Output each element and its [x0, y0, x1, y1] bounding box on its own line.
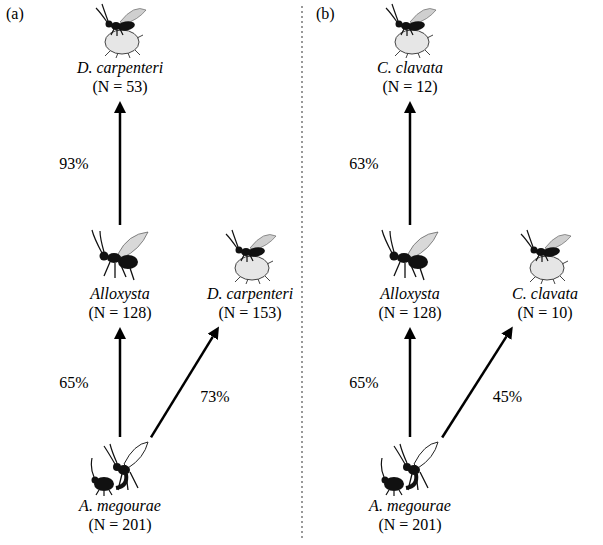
- species-node: C. clavata(N = 10): [509, 228, 581, 324]
- sample-size: (N = 128): [378, 303, 441, 322]
- mummy-icon: [96, 4, 146, 58]
- species-node: D. carpenteri(N = 53): [74, 2, 166, 98]
- species-node: A. megourae(N = 201): [366, 440, 454, 536]
- panel-label: (a): [6, 4, 24, 23]
- sample-size: (N = 128): [88, 303, 151, 322]
- panel-divider: [301, 6, 302, 540]
- flow-arrow: [119, 339, 122, 437]
- sample-size: (N = 10): [512, 303, 578, 322]
- species-name: Alloxysta: [88, 284, 151, 303]
- flow-arrow: [409, 339, 412, 437]
- sample-size: (N = 201): [79, 515, 161, 534]
- species-name: C. clavata: [377, 58, 443, 77]
- species-name: Alloxysta: [378, 284, 441, 303]
- species-name: C. clavata: [512, 284, 578, 303]
- flow-arrow: [409, 113, 412, 225]
- species-name: A. megourae: [79, 496, 161, 515]
- species-node: Alloxysta(N = 128): [85, 228, 154, 324]
- aphid-icon: [91, 442, 148, 496]
- species-node: A. megourae(N = 201): [76, 440, 164, 536]
- aphid-icon: [381, 442, 438, 496]
- percentage-label: 73%: [198, 387, 231, 406]
- species-node: D. carpenteri(N = 153): [204, 228, 296, 324]
- mummy-icon: [521, 230, 571, 284]
- flow-arrow: [119, 113, 122, 225]
- percentage-label: 45%: [491, 387, 524, 406]
- hyperparasitoid-icon: [92, 230, 148, 280]
- percentage-label: 63%: [347, 154, 380, 173]
- sample-size: (N = 201): [369, 515, 451, 534]
- percentage-label: 65%: [57, 373, 90, 392]
- species-node: Alloxysta(N = 128): [375, 228, 444, 324]
- sample-size: (N = 153): [207, 303, 293, 322]
- species-name: A. megourae: [369, 496, 451, 515]
- panel-label: (b): [316, 4, 335, 23]
- species-name: D. carpenteri: [77, 58, 163, 77]
- mummy-icon: [226, 230, 276, 284]
- sample-size: (N = 53): [77, 77, 163, 96]
- mummy-icon: [386, 4, 436, 58]
- species-name: D. carpenteri: [207, 284, 293, 303]
- percentage-label: 65%: [347, 373, 380, 392]
- sample-size: (N = 12): [377, 77, 443, 96]
- species-node: C. clavata(N = 12): [374, 2, 446, 98]
- hyperparasitoid-icon: [382, 230, 438, 280]
- percentage-label: 93%: [57, 154, 90, 173]
